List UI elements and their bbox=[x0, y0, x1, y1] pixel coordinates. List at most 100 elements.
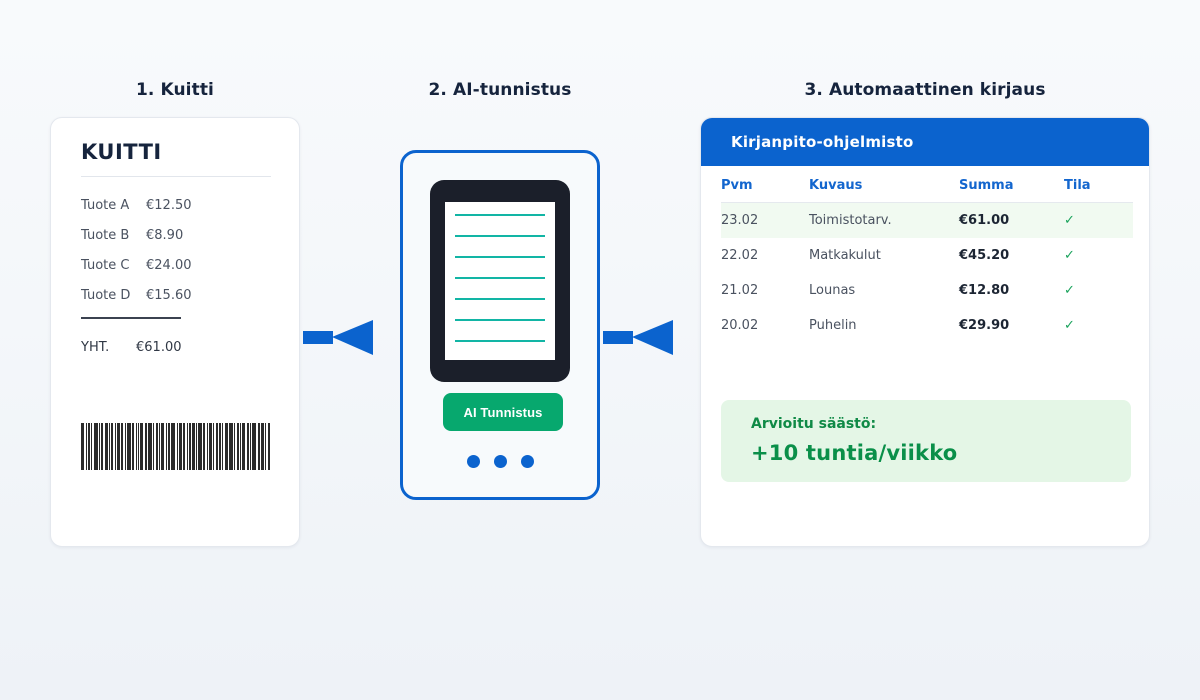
step-title-ai: 2. AI-tunnistus bbox=[428, 80, 572, 100]
receipt-item-label: Tuote B bbox=[81, 228, 130, 243]
barcode-gap bbox=[270, 423, 271, 470]
scan-line bbox=[455, 235, 545, 237]
arrow-head bbox=[332, 320, 373, 355]
cell-desc: Puhelin bbox=[809, 318, 857, 333]
phone-screen bbox=[445, 202, 555, 360]
barcode-bar bbox=[268, 423, 271, 470]
column-header-state: Tila bbox=[1064, 178, 1091, 193]
table-row[interactable]: 23.02 Toimistotarv. €61.00 ✓ bbox=[721, 203, 1133, 238]
savings-label: Arvioitu säästö: bbox=[751, 416, 877, 432]
loading-dot bbox=[466, 455, 480, 468]
loading-dot bbox=[520, 455, 534, 468]
receipt-divider bbox=[81, 176, 271, 177]
barcode-bar bbox=[186, 423, 188, 470]
arrow-tail bbox=[603, 331, 633, 344]
barcode-bar bbox=[222, 423, 224, 470]
estimated-savings-box: Arvioitu säästö: +10 tuntia/viikko bbox=[721, 400, 1131, 482]
barcode-bar bbox=[247, 423, 250, 470]
cell-desc: Toimistotarv. bbox=[809, 213, 892, 228]
scan-line bbox=[455, 214, 545, 216]
table-row[interactable]: 20.02 Puhelin €29.90 ✓ bbox=[721, 308, 1133, 343]
barcode-bar bbox=[209, 423, 213, 470]
receipt-item-label: Tuote C bbox=[81, 258, 130, 273]
receipt-item-amount: €12.50 bbox=[146, 198, 192, 213]
barcode-bar bbox=[178, 423, 182, 470]
scan-line bbox=[455, 319, 545, 321]
receipt-total: YHT. €61.00 bbox=[81, 340, 182, 355]
arrow-tail bbox=[303, 331, 333, 344]
barcode-bar bbox=[182, 423, 185, 470]
barcode-bar bbox=[258, 423, 261, 470]
ai-detection-card: AI Tunnistus bbox=[400, 150, 600, 500]
barcode-bar bbox=[126, 423, 131, 470]
column-header-amount: Summa bbox=[959, 178, 1014, 193]
receipt-item: Tuote B €8.90 bbox=[81, 221, 271, 251]
status-check-icon: ✓ bbox=[1064, 248, 1075, 263]
receipt-item-label: Tuote A bbox=[81, 198, 130, 213]
barcode-bar bbox=[191, 423, 195, 470]
barcode-bar bbox=[261, 423, 265, 470]
barcode-bar bbox=[237, 423, 240, 470]
receipt-item: Tuote A €12.50 bbox=[81, 191, 271, 221]
cell-desc: Matkakulut bbox=[809, 248, 881, 263]
barcode-icon bbox=[81, 423, 271, 470]
barcode-bar bbox=[104, 423, 108, 470]
receipt-total-divider bbox=[81, 317, 181, 319]
arrow-left-icon bbox=[303, 320, 373, 355]
barcode-bar bbox=[100, 423, 103, 470]
receipt-total-amount: €61.00 bbox=[136, 340, 182, 355]
cell-amount: €61.00 bbox=[959, 213, 1010, 228]
status-check-icon: ✓ bbox=[1064, 283, 1075, 298]
barcode-bar bbox=[240, 423, 242, 470]
barcode-bar bbox=[225, 423, 229, 470]
cell-desc: Lounas bbox=[809, 283, 856, 298]
receipt-item: Tuote C €24.00 bbox=[81, 251, 271, 281]
barcode-bar bbox=[165, 423, 167, 470]
barcode-bar bbox=[120, 423, 123, 470]
column-header-date: Pvm bbox=[721, 178, 753, 193]
scan-line bbox=[455, 298, 545, 300]
barcode-bar bbox=[98, 423, 100, 470]
step-title-receipt: 1. Kuitti bbox=[136, 80, 214, 100]
cell-date: 20.02 bbox=[721, 318, 759, 333]
scan-line bbox=[455, 256, 545, 258]
barcode-bar bbox=[160, 423, 164, 470]
barcode-bar bbox=[196, 423, 198, 470]
phone-device bbox=[430, 180, 570, 382]
cell-amount: €45.20 bbox=[959, 248, 1010, 263]
cell-amount: €29.90 bbox=[959, 318, 1010, 333]
accounting-software-card: Kirjanpito-ohjelmisto Pvm Kuvaus Summa T… bbox=[700, 117, 1150, 547]
receipt-item-list: Tuote A €12.50 Tuote B €8.90 Tuote C €24… bbox=[81, 191, 271, 311]
barcode-bar bbox=[93, 423, 98, 470]
loading-dots-icon bbox=[403, 455, 597, 468]
barcode-bar bbox=[176, 423, 178, 470]
barcode-bar bbox=[144, 423, 147, 470]
ai-tunnistus-button[interactable]: AI Tunnistus bbox=[443, 393, 563, 431]
table-row[interactable]: 21.02 Lounas €12.80 ✓ bbox=[721, 273, 1133, 308]
cell-date: 23.02 bbox=[721, 213, 759, 228]
column-header-desc: Kuvaus bbox=[809, 178, 863, 193]
barcode-bar bbox=[110, 423, 113, 470]
receipt-item-amount: €8.90 bbox=[146, 228, 184, 243]
barcode-bar bbox=[242, 423, 246, 470]
barcode-bar bbox=[198, 423, 203, 470]
savings-value: +10 tuntia/viikko bbox=[751, 441, 958, 465]
barcode-bar bbox=[155, 423, 158, 470]
table-row[interactable]: 22.02 Matkakulut €45.20 ✓ bbox=[721, 238, 1133, 273]
barcode-bar bbox=[250, 423, 252, 470]
receipt-total-label: YHT. bbox=[81, 340, 110, 355]
barcode-bar bbox=[252, 423, 257, 470]
barcode-bar bbox=[216, 423, 219, 470]
barcode-bar bbox=[139, 423, 143, 470]
arrow-left-icon bbox=[603, 320, 673, 355]
barcode-bar bbox=[116, 423, 120, 470]
cell-date: 21.02 bbox=[721, 283, 759, 298]
barcode-bar bbox=[152, 423, 154, 470]
barcode-bar bbox=[207, 423, 209, 470]
barcode-bar bbox=[124, 423, 126, 470]
cell-amount: €12.80 bbox=[959, 283, 1010, 298]
barcode-bar bbox=[90, 423, 92, 470]
receipt-item: Tuote D €15.60 bbox=[81, 281, 271, 311]
barcode-bar bbox=[203, 423, 206, 470]
